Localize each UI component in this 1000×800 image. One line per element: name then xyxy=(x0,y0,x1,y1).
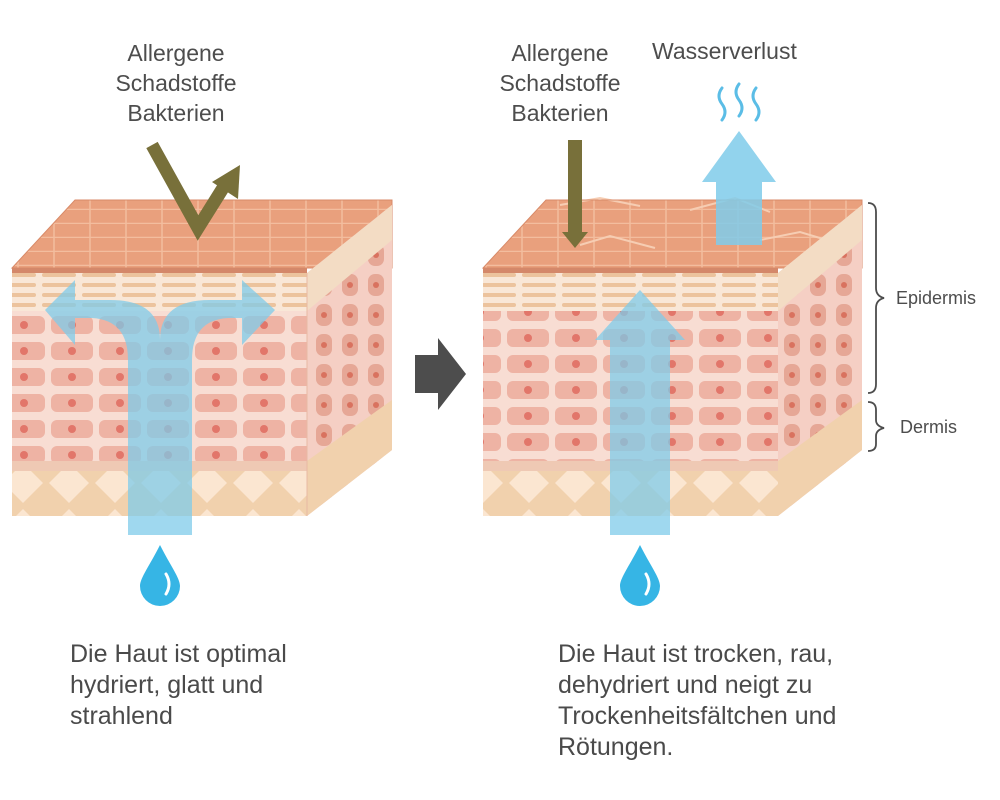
right-water-drop-icon xyxy=(620,545,660,606)
left-water-drop-icon xyxy=(140,545,180,606)
dermis-label: Dermis xyxy=(900,417,957,437)
water-loss-arrow xyxy=(702,131,776,245)
right-threat-arrow xyxy=(562,140,588,248)
left-skin-surface xyxy=(12,200,392,268)
vapor-icon xyxy=(717,82,761,122)
left-caption: Die Haut ist optimal hydriert, glatt und… xyxy=(70,640,287,730)
right-threats-label: Allergene Schadstoffe Bakterien xyxy=(499,40,621,126)
epidermis-bracket xyxy=(867,202,885,394)
epidermis-label: Epidermis xyxy=(896,288,977,308)
left-threat-arrow xyxy=(146,141,240,241)
right-water-arrow xyxy=(595,290,685,535)
dermis-bracket xyxy=(867,401,885,452)
transition-arrow-icon xyxy=(415,338,466,410)
right-caption: Die Haut ist trocken, rau, dehydriert un… xyxy=(558,640,837,761)
right-skin-cube xyxy=(481,82,885,606)
water-loss-label: Wasserverlust xyxy=(652,38,797,64)
left-threats-label: Allergene Schadstoffe Bakterien xyxy=(115,40,237,126)
left-water-arrow xyxy=(45,280,275,535)
left-skin-cube xyxy=(10,141,393,606)
